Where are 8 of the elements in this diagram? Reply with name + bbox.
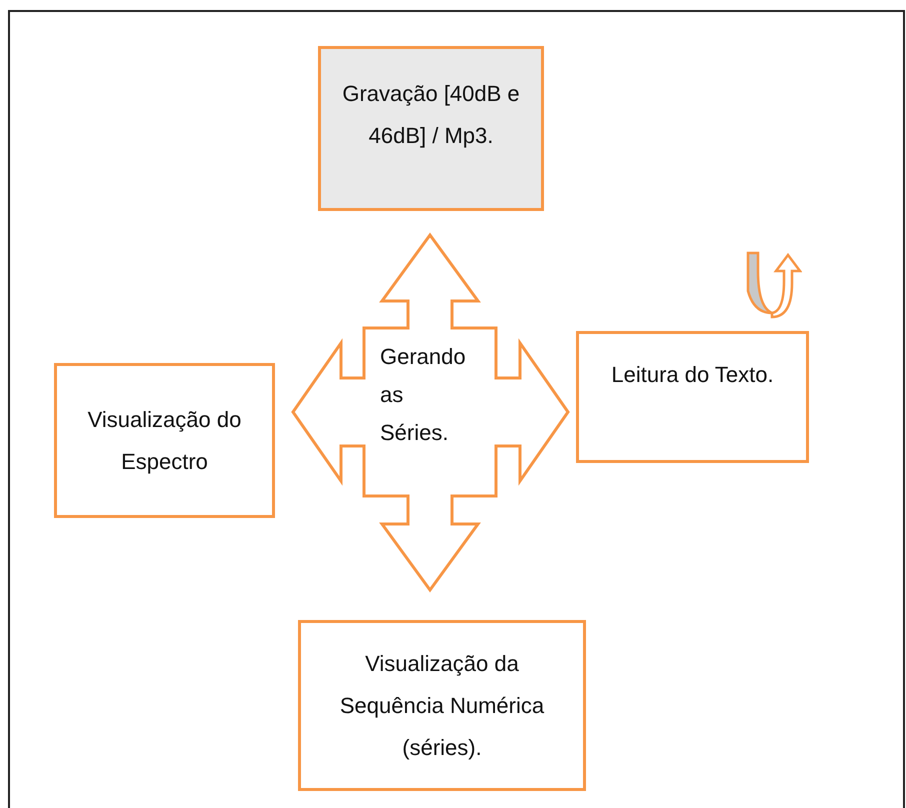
process-box [318,46,544,211]
node-label: Visualização da Sequência Numérica (séries). [338,650,546,762]
node-label: Visualização do Espectro [86,406,242,476]
process-box [54,363,275,518]
node-label: Leitura do Texto. [611,361,774,389]
process-box [576,331,809,463]
process-box [298,620,586,791]
node-label: Gravação [40dB e 46dB] / Mp3. [341,80,521,150]
